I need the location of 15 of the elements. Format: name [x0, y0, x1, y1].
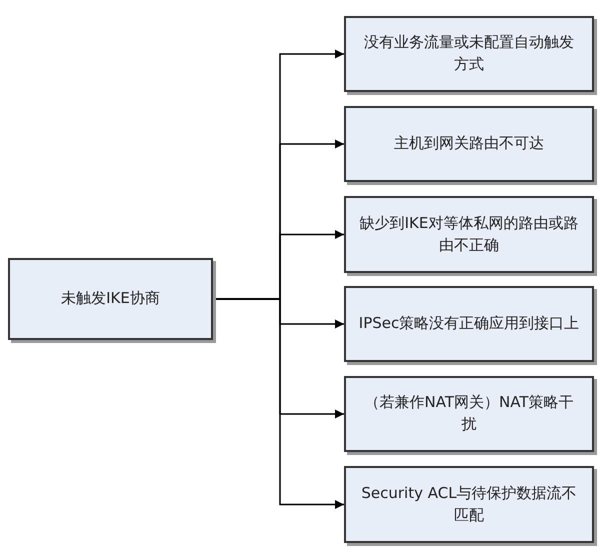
cause-box	[344, 376, 594, 452]
root-cause-box	[8, 258, 213, 340]
box-text: 未触发IKE协商	[61, 288, 160, 310]
box-text: 主机到网关路由不可达	[394, 133, 544, 154]
arrow	[213, 298, 344, 509]
cause-box	[344, 286, 594, 362]
box-text: Security ACL与待保护数据流不匹配	[360, 482, 578, 526]
box-text: IPSec策略没有正确应用到接口上	[358, 313, 580, 334]
box-text: 没有业务流量或未配置自动触发方式	[363, 32, 575, 75]
cause-box	[344, 16, 594, 92]
box-text: （若兼作NAT网关）NAT策略干扰	[364, 392, 574, 435]
cause-box	[344, 466, 594, 543]
cause-box	[344, 196, 594, 273]
cause-box	[344, 106, 594, 182]
box-text: 缺少到IKE对等体私网的路由或路由不正确	[358, 212, 580, 256]
